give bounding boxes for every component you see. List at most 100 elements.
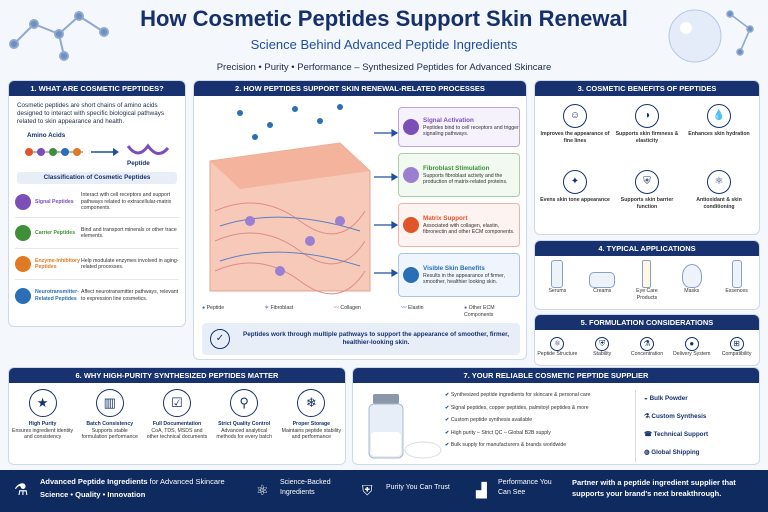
concentration-flask-icon: ⚗ <box>639 337 654 351</box>
consideration-item: ⛨Stability <box>581 333 623 358</box>
service-item: ◒ Bulk Powder <box>644 395 688 402</box>
footer-feature-science: Science-Backed Ingredients <box>280 479 331 496</box>
consideration-label: Delivery System <box>673 351 711 357</box>
section-1-heading: 1. WHAT ARE COSMETIC PEPTIDES? <box>9 81 185 96</box>
footer-brand: Advanced Peptide Ingredients for Advance… <box>40 477 240 499</box>
globe-icon: ◍ <box>644 449 650 456</box>
consideration-item: ⚗Concentration <box>626 333 668 358</box>
check-item: ✔ Bulk supply for manufacturers & brands… <box>445 442 567 448</box>
section-3-heading: 3. COSMETIC BENEFITS OF PEPTIDES <box>535 81 759 96</box>
footer-title-rest: for Advanced Skincare <box>147 477 225 486</box>
supplier-checklist: ✔ Synthesized peptide ingredients for sk… <box>445 392 627 449</box>
consideration-label: Concentration <box>630 351 664 357</box>
class-item: Signal Peptides Interact with cell recep… <box>15 187 179 218</box>
footer-feature-performance: Performance You Can See <box>498 479 552 496</box>
sparkle-icon <box>403 267 419 283</box>
benefit-label: Improves the appearance of fine lines <box>540 131 610 144</box>
enzyme-peptide-icon <box>15 256 31 272</box>
shield-check-icon: ⛨ <box>362 482 373 498</box>
check-icon: ✔ <box>445 442 450 448</box>
consideration-label: Stability <box>593 351 612 357</box>
molecule-structure-icon: ⚛ <box>550 337 565 351</box>
section-supplier: 7. YOUR RELIABLE COSMETIC PEPTIDE SUPPLI… <box>352 367 760 465</box>
check-icon: ✔ <box>445 417 450 423</box>
purity-desc: CoA, TDS, MSDS and other technical docum… <box>146 427 208 441</box>
delivery-droplet-icon: ● <box>684 337 699 351</box>
consideration-item: ●Delivery System <box>671 333 713 358</box>
class-item: Enzyme-Inhibitory Peptides Help modulate… <box>15 249 179 280</box>
page-tagline: Precision • Purity • Performance – Synth… <box>216 62 552 73</box>
benefit-label: Enhances skin hydration <box>688 131 750 137</box>
eye-cream-tube-icon <box>642 260 652 288</box>
check-item: ✔ Synthesized peptide ingredients for sk… <box>445 392 591 398</box>
receptor-icon <box>403 119 419 135</box>
benefit-item: 💧 Enhances skin hydration <box>683 98 755 166</box>
step-title: Fibroblast Stimulation <box>423 164 490 172</box>
application-item: Essences <box>716 260 758 301</box>
consideration-item: ⚛Peptide Structure <box>536 333 578 358</box>
purity-desc: Supports stable formulation performance <box>81 427 138 441</box>
service-item: ⚗ Custom Synthesis <box>644 413 707 420</box>
class-name: Neurotransmitter-Related Peptides <box>35 289 79 302</box>
check-icon: ✔ <box>445 392 450 398</box>
application-item: Masks <box>671 260 713 301</box>
stability-shield-icon: ⛨ <box>595 337 610 351</box>
class-item: Neurotransmitter-Related Peptides Affect… <box>15 280 179 311</box>
purity-title: Full Documentation <box>152 421 202 427</box>
legend-collagen: 〰 Collagen <box>333 305 361 311</box>
step-title: Visible Skin Benefits <box>423 264 485 272</box>
flask-icon: ⚗ <box>14 482 29 499</box>
purity-title: Batch Consistency <box>86 421 134 427</box>
microscope-icon: ⚲ <box>230 389 259 417</box>
growth-chart-icon: ▟ <box>476 482 487 498</box>
amino-acid-chain-icon <box>25 143 170 156</box>
page-title: How Cosmetic Peptides Support Skin Renew… <box>140 6 628 31</box>
classification-heading: Classification of Cosmetic Peptides <box>17 172 177 184</box>
section-6-heading: 6. WHY HIGH-PURITY SYNTHESIZED PEPTIDES … <box>9 368 345 383</box>
benefit-label: Supports skin barrier function <box>620 197 674 210</box>
section-cosmetic-benefits: 3. COSMETIC BENEFITS OF PEPTIDES ☺Improv… <box>534 80 760 235</box>
class-desc: Affect neurotransmitter pathways, releva… <box>81 289 179 302</box>
neurotransmitter-peptide-icon <box>15 287 31 304</box>
section-what-are-peptides: 1. WHAT ARE COSMETIC PEPTIDES? Cosmetic … <box>8 80 186 327</box>
peptide-label: Peptide <box>127 160 150 167</box>
section-how-peptides-work: 2. HOW PEPTIDES SUPPORT SKIN RENEWAL-REL… <box>193 80 527 360</box>
application-label: Masks <box>684 288 700 294</box>
face-mask-icon <box>681 264 702 288</box>
benefit-item: ⛨ Supports skin barrier function <box>611 166 683 234</box>
application-label: Creams <box>593 288 612 294</box>
check-item: ✔ Custom peptide synthesis available <box>445 417 533 423</box>
footer-partner-cta: Partner with a peptide ingredient suppli… <box>572 478 736 498</box>
sparkle-icon: ✦ <box>563 170 587 194</box>
step-desc: Associated with collagen, elastin, fibro… <box>423 222 515 236</box>
check-icon: ✔ <box>445 429 450 436</box>
headset-icon: ☎ <box>644 431 652 438</box>
legend-fibroblast: ✶ Fibroblast <box>264 305 294 311</box>
peptide-intro: Cosmetic peptides are short chains of am… <box>17 102 165 125</box>
footer-banner: ⚗ Advanced Peptide Ingredients for Advan… <box>0 470 768 512</box>
application-item: Eye Care Products <box>626 260 668 301</box>
carrier-peptide-icon <box>15 225 31 241</box>
legend-peptide: ● Peptide <box>202 305 225 311</box>
section-typical-applications: 4. TYPICAL APPLICATIONS Serums Creams Ey… <box>534 240 760 310</box>
footer-subline: Science • Quality • Innovation <box>40 490 146 499</box>
bar-chart-icon: ▥ <box>95 389 124 417</box>
consideration-label: Peptide Structure <box>537 351 578 357</box>
application-label: Eye Care Products <box>636 288 658 301</box>
peptide-pathway-note: ✓ Peptides work through multiple pathway… <box>202 323 520 355</box>
class-name: Enzyme-Inhibitory Peptides <box>35 257 80 271</box>
shield-icon: ⛨ <box>635 170 659 194</box>
check-item: ✔ High purity – Strict QC – Global B2B s… <box>445 429 551 436</box>
benefit-item: ⚛Antioxidant & skin conditioning <box>683 166 755 234</box>
section-formulation-considerations: 5. FORMULATION CONSIDERATIONS ⚛Peptide S… <box>534 314 760 366</box>
consideration-label: Compatibility <box>721 351 752 357</box>
fibroblast-icon <box>403 167 419 183</box>
water-drop-icon: 💧 <box>707 104 731 128</box>
section-4-heading: 4. TYPICAL APPLICATIONS <box>535 241 759 256</box>
